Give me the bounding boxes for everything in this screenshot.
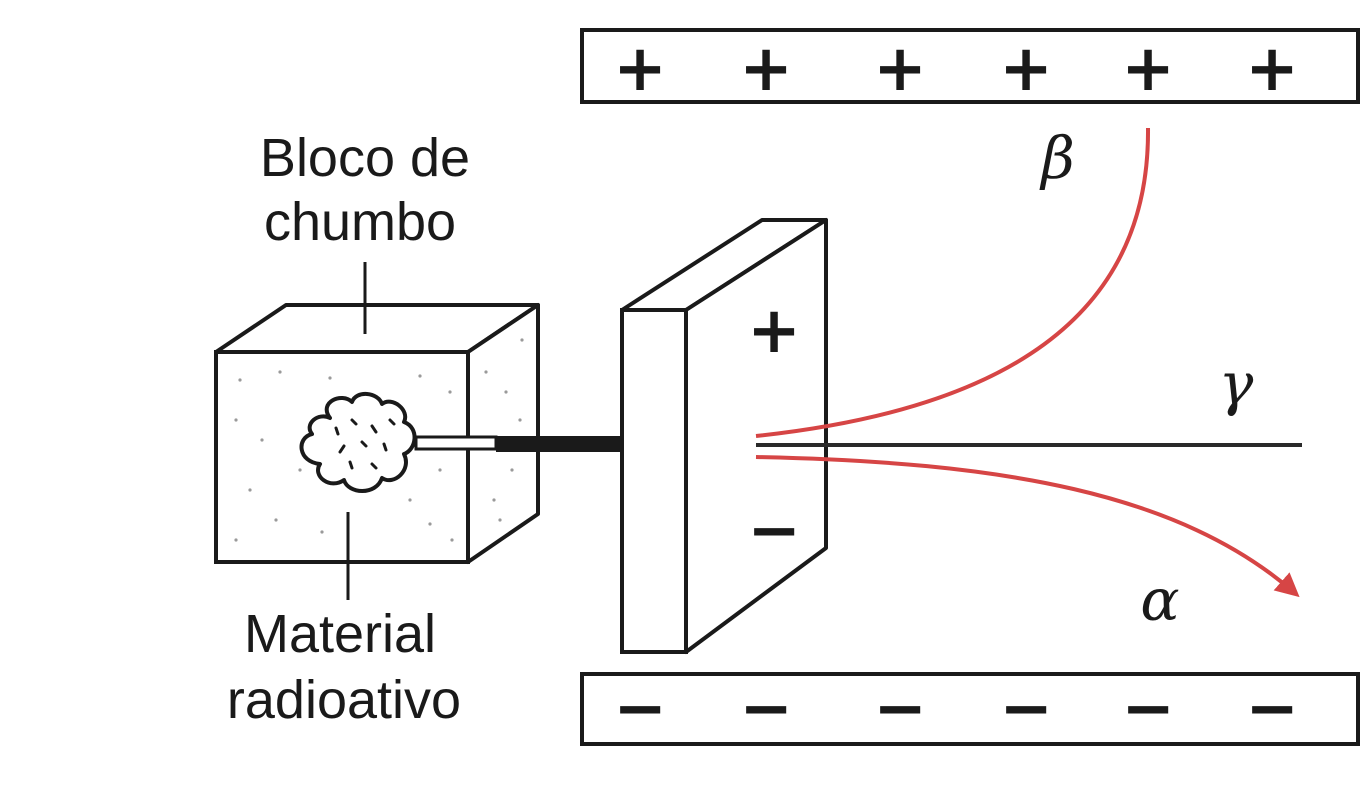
texture-dot (274, 518, 278, 522)
texture-dot (260, 438, 264, 442)
texture-dot (298, 468, 302, 472)
bottom-plate-minus-sign-1: − (613, 672, 667, 746)
material-label-line2: radioativo (227, 670, 461, 730)
slit-plate-minus-sign: − (747, 494, 801, 568)
texture-dot (408, 498, 412, 502)
top-plate-plus-sign-5: + (1121, 32, 1175, 106)
lead-block-label-line2: chumbo (264, 192, 456, 252)
bottom-plate-minus-sign-2: − (739, 672, 793, 746)
texture-dot (484, 370, 488, 374)
texture-dot (278, 370, 282, 374)
texture-dot (418, 374, 422, 378)
texture-dot (520, 338, 524, 342)
texture-dot (448, 390, 452, 394)
bottom-plate-minus-sign-3: − (873, 672, 927, 746)
bottom-plate-minus-sign-4: − (999, 672, 1053, 746)
bottom-plate-minus-sign-6: − (1245, 672, 1299, 746)
material-label-line1: Material (244, 604, 436, 664)
texture-dot (320, 530, 324, 534)
texture-dot (450, 538, 454, 542)
top-plate-plus-sign-2: + (739, 32, 793, 106)
slit-plate (620, 218, 828, 654)
lead-block-label-line1: Bloco de (260, 128, 470, 188)
slit-plate-plus-sign: + (747, 294, 801, 368)
texture-dot (518, 418, 522, 422)
texture-dot (438, 468, 442, 472)
texture-dot (498, 518, 502, 522)
texture-dot (234, 418, 238, 422)
top-plate-plus-sign-1: + (613, 32, 667, 106)
bottom-plate-minus-sign-5: − (1121, 672, 1175, 746)
texture-dot (510, 468, 514, 472)
gamma-label: γ (1219, 350, 1254, 418)
beta-label: β (1039, 124, 1075, 192)
beta-ray (755, 127, 1151, 438)
radioactive-material (299, 392, 417, 493)
texture-dot (234, 538, 238, 542)
texture-dot (238, 378, 242, 382)
alpha-label: α (1140, 566, 1179, 634)
lead-block (214, 303, 540, 564)
top-plate-plus-sign-6: + (1245, 32, 1299, 106)
texture-dot (504, 390, 508, 394)
texture-dot (492, 498, 496, 502)
bottom-negative-plate: −−−−−− (580, 672, 1360, 746)
block-texture-dots (234, 338, 524, 542)
collimator-channel (414, 435, 624, 452)
top-plate-plus-sign-4: + (999, 32, 1053, 106)
top-plate-plus-sign-3: + (873, 32, 927, 106)
texture-dot (328, 376, 332, 380)
texture-dot (248, 488, 252, 492)
top-positive-plate: + + + + + + (580, 28, 1360, 106)
texture-dot (428, 522, 432, 526)
alpha-ray (755, 455, 1300, 598)
